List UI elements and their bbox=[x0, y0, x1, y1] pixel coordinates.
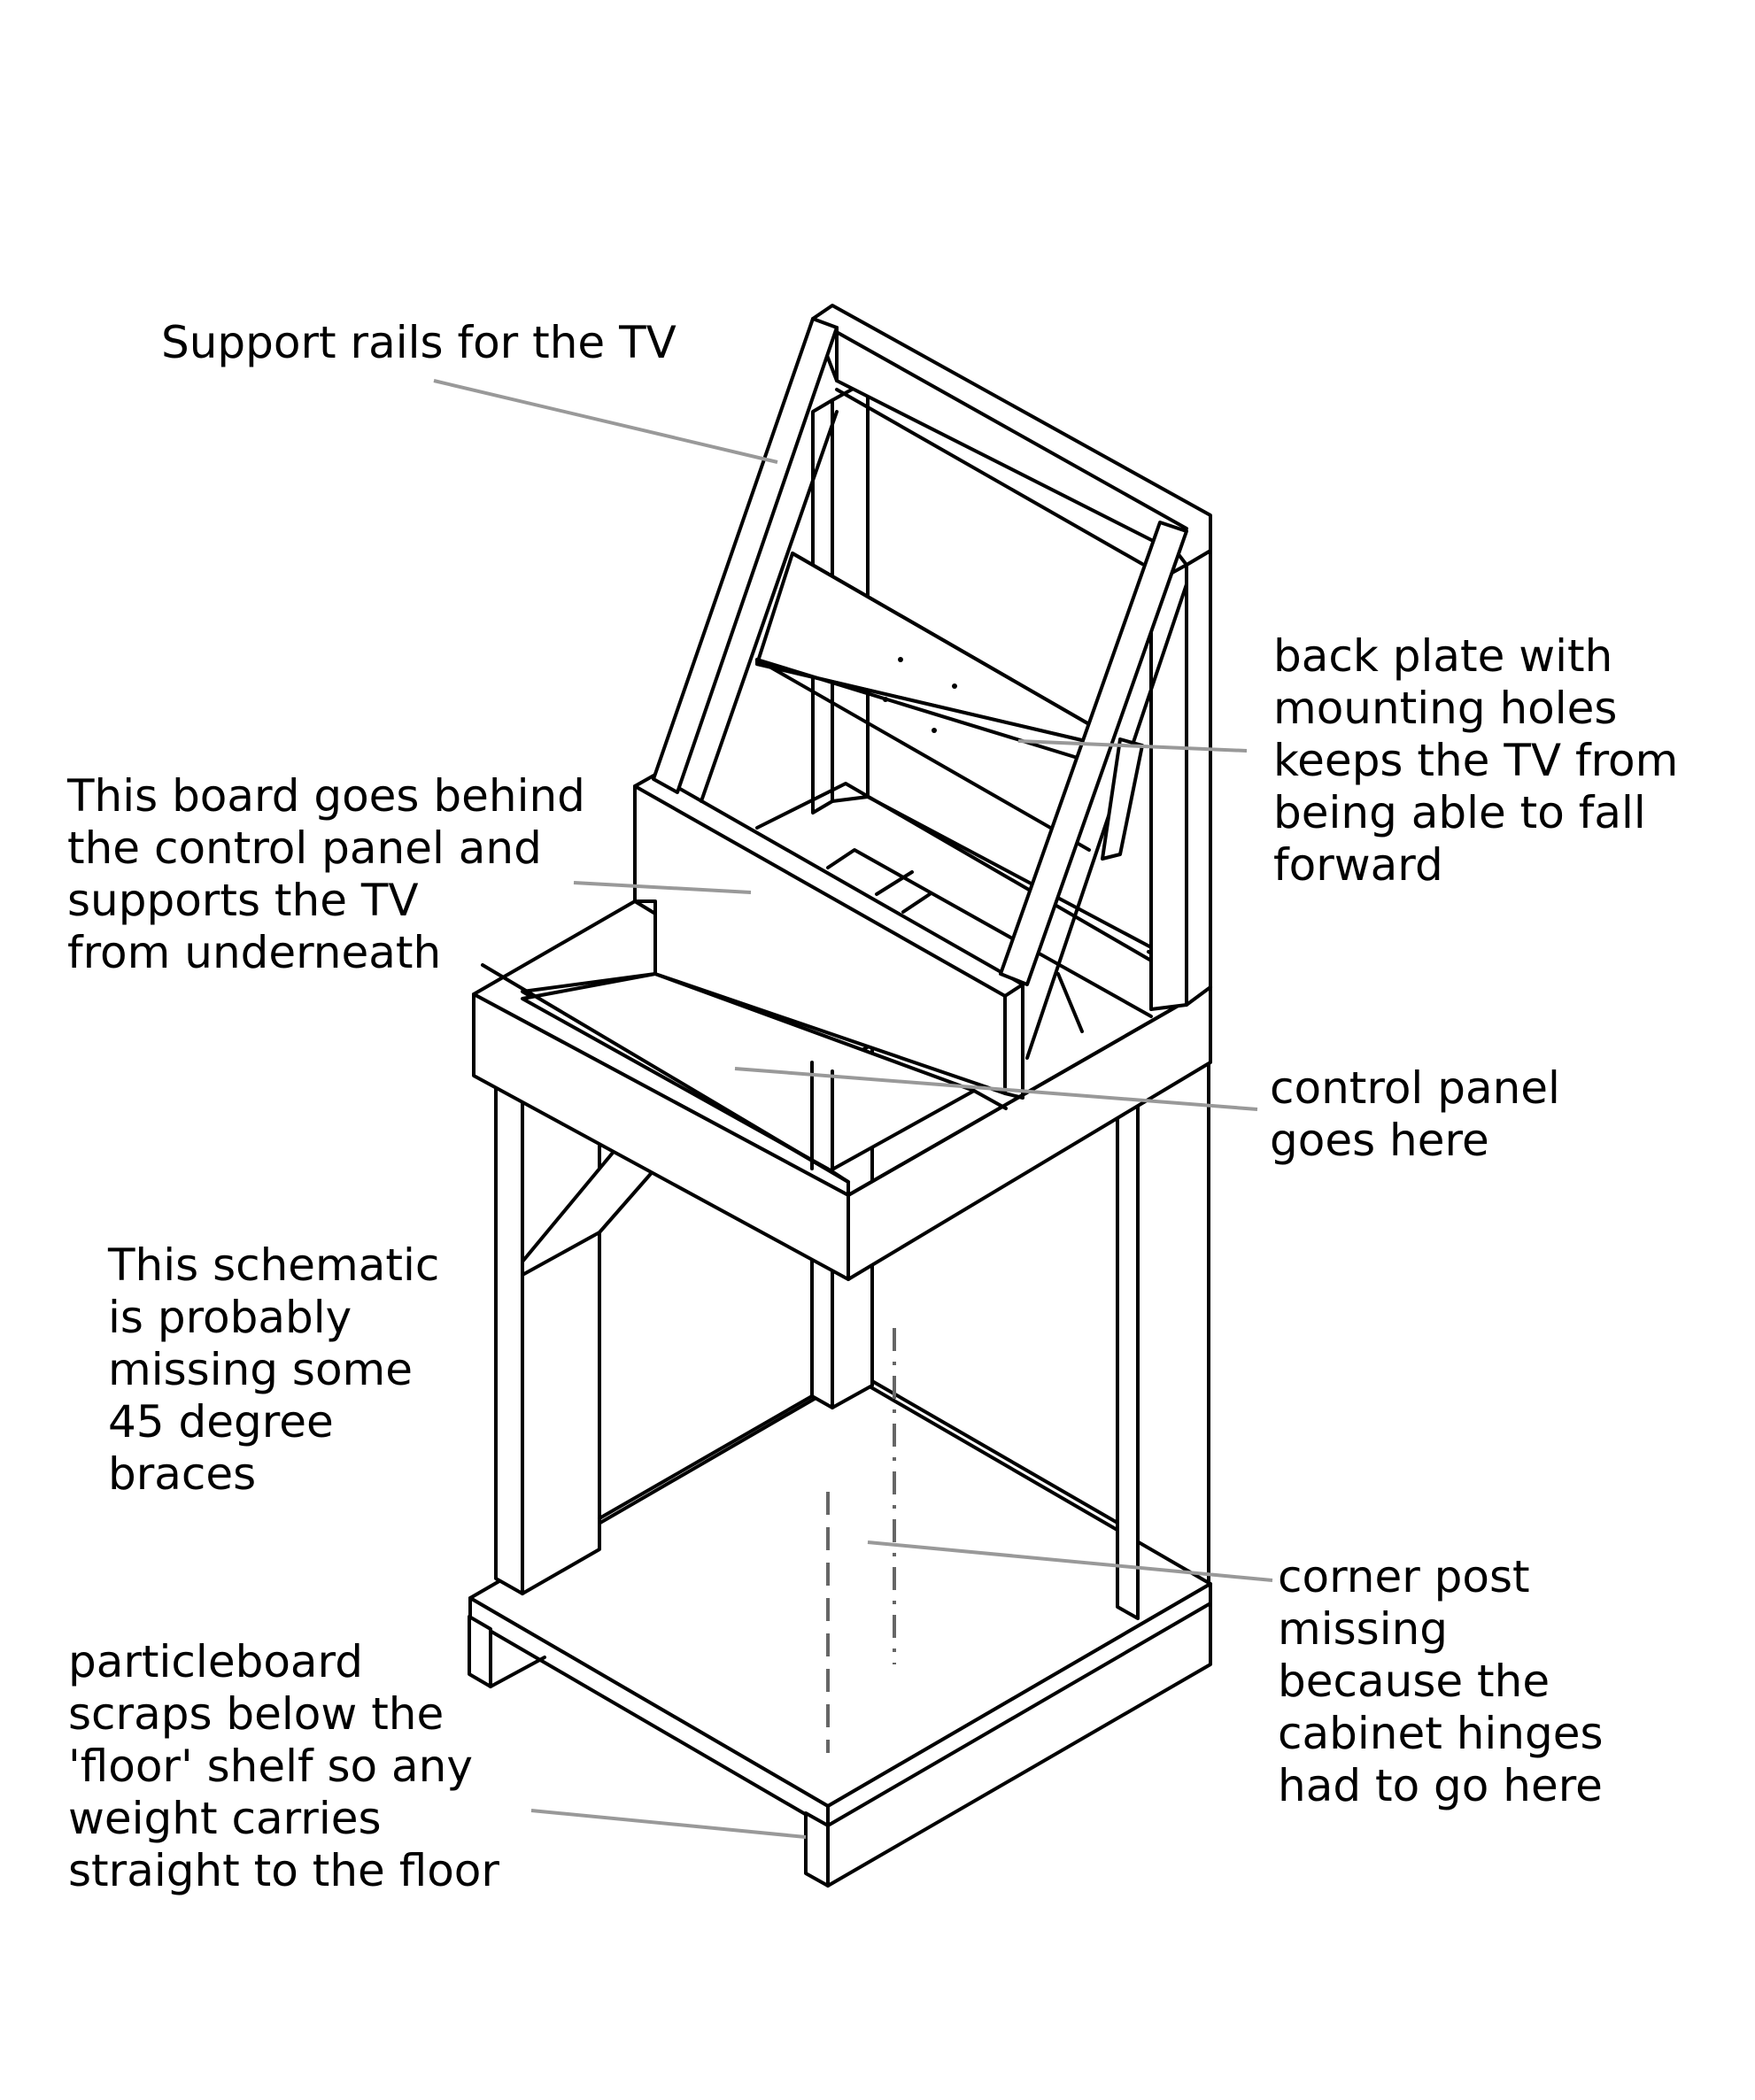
support-rails-label: Support rails for the TV bbox=[161, 317, 676, 368]
particleboard-scraps bbox=[468, 1602, 1212, 1888]
right-post bbox=[1116, 1049, 1210, 1620]
leader-lines bbox=[433, 379, 1273, 1839]
mounting-holes bbox=[883, 657, 957, 733]
behind-board-label: This board goes behind the control panel… bbox=[67, 770, 585, 978]
floor-shelf bbox=[468, 1375, 1212, 1829]
back-plate-label: back plate with mounting holes keeps the… bbox=[1273, 630, 1679, 891]
back-left-rail bbox=[598, 1394, 814, 1520]
schematic-note-label: This schematic is probably missing some … bbox=[108, 1239, 440, 1500]
leader-control-panel bbox=[734, 1067, 1258, 1111]
leader-corner-post bbox=[867, 1540, 1273, 1582]
back-right-rail bbox=[870, 1379, 1119, 1525]
particleboard-label: particleboard scraps below the 'floor' s… bbox=[68, 1636, 499, 1896]
control-panel-frame bbox=[472, 899, 1212, 1281]
leader-behind-board bbox=[573, 881, 752, 894]
left-post bbox=[494, 1046, 601, 1595]
leader-support-rails bbox=[433, 379, 778, 464]
corner-post-label: corner post missing because the cabinet … bbox=[1278, 1551, 1604, 1811]
leader-back-plate bbox=[1017, 739, 1248, 753]
leader-particleboard bbox=[530, 1809, 807, 1839]
control-panel-label: control panel goes here bbox=[1270, 1062, 1560, 1166]
upper-frame bbox=[652, 304, 1212, 1060]
